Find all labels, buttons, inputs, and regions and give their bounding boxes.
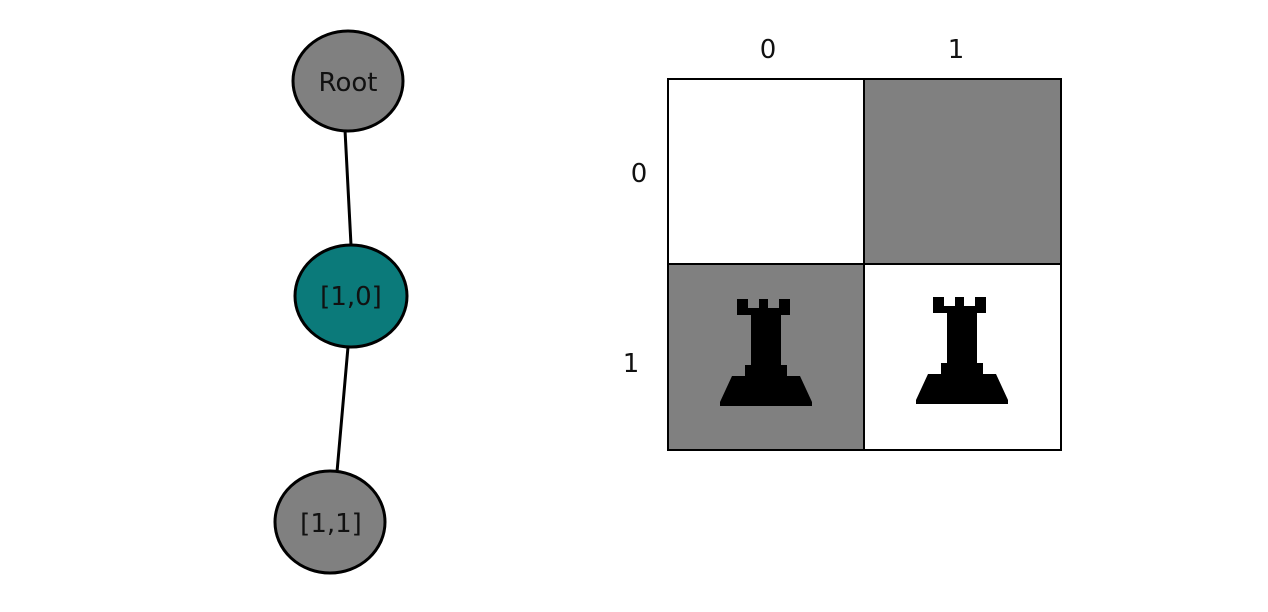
edge-root-to-1-0 <box>343 128 353 247</box>
edge-1-0-to-1-1 <box>335 345 350 474</box>
tree-node-1-1-circle <box>273 469 387 575</box>
board-row-label-1: 1 <box>623 349 640 379</box>
board-column-labels: 0 1 <box>760 35 965 65</box>
chess-board <box>667 78 1062 451</box>
board-col-label-1: 1 <box>948 35 965 65</box>
tree-node-1-0-circle <box>293 243 409 349</box>
tree-node-1-1: [1,1] <box>273 469 387 575</box>
board-cell-0-1 <box>863 78 1062 265</box>
tree-node-1-1-label: [1,1] <box>300 509 362 539</box>
board-row-labels: 0 1 <box>623 159 648 379</box>
tree-node-1-0: [1,0] <box>293 243 409 349</box>
tree-node-root-label: Root <box>319 68 378 98</box>
board-col-label-0: 0 <box>760 35 777 65</box>
tree-node-root-circle <box>291 29 405 133</box>
tree-node-root: Root <box>291 29 405 133</box>
board-row-label-0: 0 <box>631 159 648 189</box>
tree-node-1-0-label: [1,0] <box>320 282 382 312</box>
tree-edges <box>335 128 353 474</box>
board-cell-0-0 <box>667 78 865 265</box>
